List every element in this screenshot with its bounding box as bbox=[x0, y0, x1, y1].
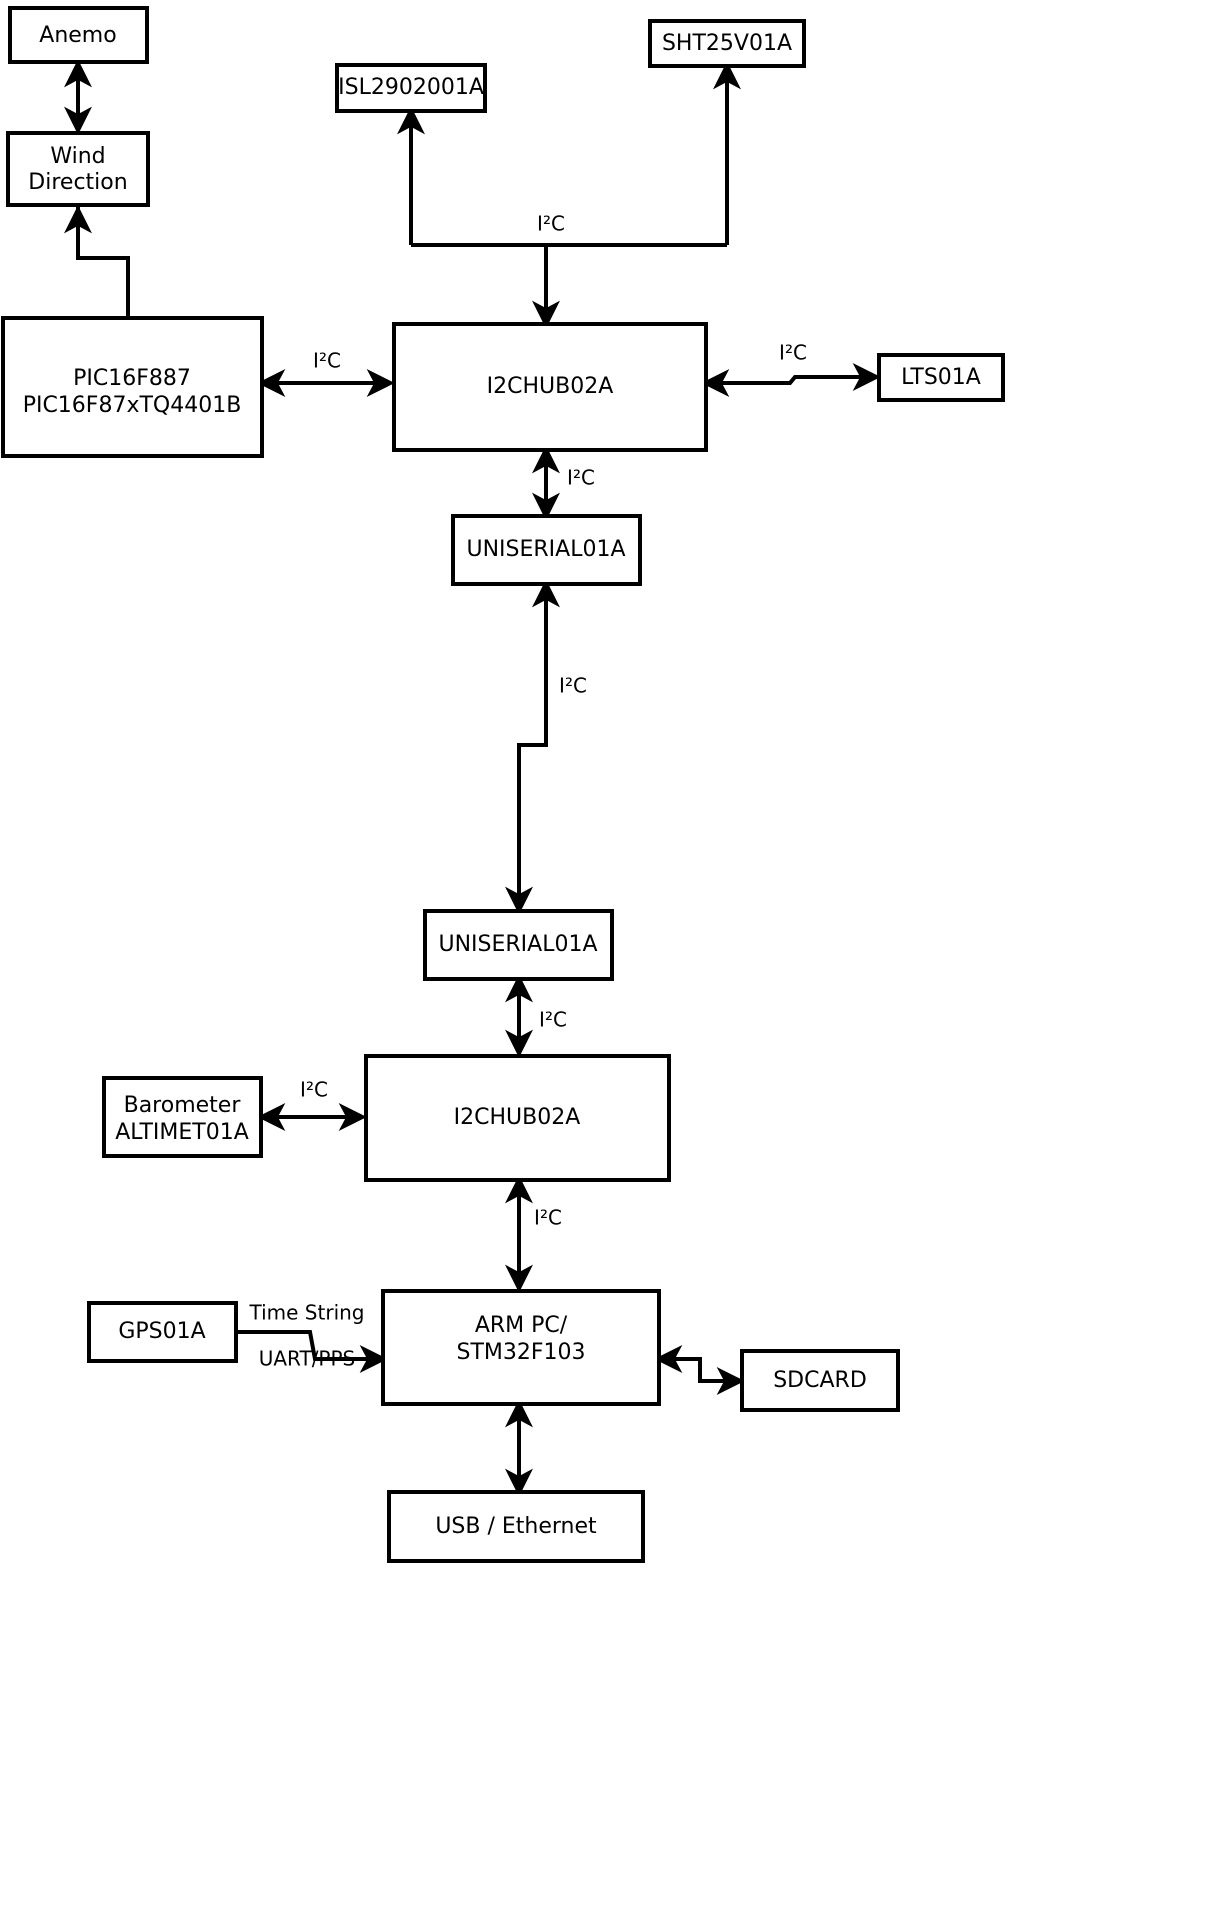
node-isl2902001a[interactable]: ISL2902001A bbox=[335, 63, 487, 113]
node-wind-direction-label-line1: Wind bbox=[50, 144, 105, 169]
node-usb-ethernet-label: USB / Ethernet bbox=[435, 1514, 597, 1539]
edge-label-gps-time-string: Time String bbox=[249, 1301, 365, 1325]
node-gps01a-label: GPS01A bbox=[118, 1319, 205, 1344]
node-barometer-label-line1: Barometer bbox=[124, 1093, 242, 1118]
edge-label-i2c-hub-armpc: I²C bbox=[534, 1206, 562, 1230]
node-wind-direction[interactable]: Wind Direction bbox=[6, 131, 150, 207]
node-anemo[interactable]: Anemo bbox=[8, 6, 149, 64]
edge-label-i2c-hub-uniserial: I²C bbox=[567, 466, 595, 490]
node-sdcard-label: SDCARD bbox=[773, 1368, 867, 1393]
node-pic16f887[interactable]: PIC16F887 PIC16F87xTQ4401B bbox=[1, 316, 264, 458]
node-i2chub02a-top[interactable]: I2CHUB02A bbox=[392, 322, 708, 452]
edge-label-i2c-uniserial-hub-bottom: I²C bbox=[539, 1008, 567, 1032]
node-barometer-altimet01a[interactable]: Barometer ALTIMET01A bbox=[102, 1076, 263, 1158]
node-arm-pc-stm32f103[interactable]: ARM PC/ STM32F103 bbox=[381, 1289, 661, 1406]
node-wind-direction-label-line2: Direction bbox=[28, 170, 127, 195]
node-uniserial01a-bottom[interactable]: UNISERIAL01A bbox=[423, 909, 614, 981]
node-uniserial01a-top-label: UNISERIAL01A bbox=[466, 537, 625, 562]
connector-pic-wind-elbow bbox=[64, 205, 130, 318]
node-usb-ethernet[interactable]: USB / Ethernet bbox=[387, 1490, 645, 1563]
node-i2chub02a-bottom-label: I2CHUB02A bbox=[454, 1105, 581, 1130]
node-anemo-label: Anemo bbox=[39, 23, 116, 48]
node-sht25v01a-label: SHT25V01A bbox=[662, 31, 792, 56]
edge-label-i2c-hub-lts: I²C bbox=[779, 341, 807, 365]
node-uniserial01a-top[interactable]: UNISERIAL01A bbox=[451, 514, 642, 586]
node-uniserial01a-bottom-label: UNISERIAL01A bbox=[438, 932, 597, 957]
edge-label-gps-uart-pps: UART/PPS bbox=[259, 1347, 356, 1371]
node-pic16f887-label-line2: PIC16F87xTQ4401B bbox=[23, 393, 242, 418]
node-arm-pc-label-line2: STM32F103 bbox=[456, 1340, 585, 1365]
node-i2chub02a-top-label: I2CHUB02A bbox=[487, 374, 614, 399]
edge-label-i2c-top-bus: I²C bbox=[537, 212, 565, 236]
connector-uniserial-link bbox=[505, 579, 560, 915]
node-barometer-label-line2: ALTIMET01A bbox=[115, 1120, 249, 1145]
node-gps01a[interactable]: GPS01A bbox=[87, 1301, 238, 1363]
node-i2chub02a-bottom[interactable]: I2CHUB02A bbox=[364, 1054, 671, 1182]
connector-armpc-sdcard bbox=[654, 1345, 745, 1395]
node-lts01a-label: LTS01A bbox=[901, 365, 981, 390]
node-sht25v01a[interactable]: SHT25V01A bbox=[648, 19, 806, 68]
node-lts01a[interactable]: LTS01A bbox=[877, 353, 1005, 402]
connector-gps-armpc bbox=[237, 1330, 388, 1373]
connector-hub-lts bbox=[701, 363, 881, 397]
edge-label-i2c-barometer-hub: I²C bbox=[300, 1078, 328, 1102]
edge-label-i2c-pic-hub: I²C bbox=[313, 349, 341, 373]
node-pic16f887-label-line1: PIC16F887 bbox=[73, 366, 191, 391]
node-isl2902001a-label: ISL2902001A bbox=[338, 75, 484, 100]
node-arm-pc-label-line1: ARM PC/ bbox=[475, 1313, 568, 1338]
edge-label-i2c-uniserial-link: I²C bbox=[559, 674, 587, 698]
node-sdcard[interactable]: SDCARD bbox=[740, 1349, 900, 1412]
